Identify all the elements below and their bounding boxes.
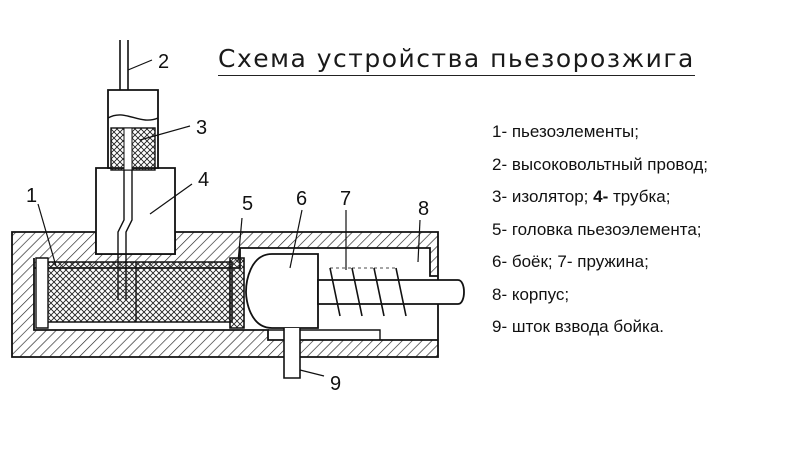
piezo-left-cap	[35, 257, 49, 329]
cocking-rod	[283, 328, 301, 379]
callout-6: 6	[296, 188, 307, 210]
callout-9: 9	[330, 373, 341, 395]
callout-2: 2	[158, 51, 169, 73]
callout-8: 8	[418, 198, 429, 220]
legend-item: 3- изолятор; 4- трубка;	[492, 185, 708, 218]
legend-text: 6- боёк;	[492, 252, 553, 271]
legend-item: 8- корпус;	[492, 283, 708, 316]
striker	[245, 253, 319, 329]
tube	[95, 167, 176, 255]
high-voltage-wire	[119, 40, 129, 90]
insulator-break	[107, 114, 159, 121]
striker-shaft	[317, 279, 465, 305]
insulator	[110, 127, 156, 171]
legend-num: 4-	[593, 187, 609, 206]
legend-item: 2- высоковольтный провод;	[492, 153, 708, 186]
legend: 1- пьезоэлементы; 2- высоковольтный пров…	[492, 120, 708, 348]
legend-text: 3- изолятор;	[492, 187, 589, 206]
legend-item: 1- пьезоэлементы;	[492, 120, 708, 153]
legend-item: 9- шток взвода бойка.	[492, 315, 708, 348]
callout-5: 5	[242, 193, 253, 215]
diagram-title: Схема устройства пьезорозжига	[218, 44, 695, 76]
legend-text: 9- шток взвода бойка.	[492, 317, 665, 336]
legend-text: 2- высоковольтный провод;	[492, 154, 708, 174]
legend-text: 5- головка пьезоэлемента;	[492, 219, 702, 239]
callout-7: 7	[340, 188, 351, 210]
leader-lines	[37, 59, 421, 377]
callout-4: 4	[198, 169, 209, 191]
legend-item: 5- головка пьезоэлемента;	[492, 218, 708, 251]
insulator-core	[123, 127, 133, 171]
legend-text: пружина;	[577, 252, 649, 271]
legend-text: трубка;	[612, 187, 671, 206]
piezo-head	[229, 257, 245, 329]
legend-text: 1- пьезоэлементы;	[492, 122, 639, 141]
legend-num: 7-	[557, 252, 573, 271]
callout-1: 1	[26, 185, 37, 207]
legend-item: 6- боёк; 7- пружина;	[492, 250, 708, 283]
callout-3: 3	[196, 117, 207, 139]
piezo-elements	[37, 261, 233, 323]
housing-channel	[268, 329, 381, 340]
spring	[329, 267, 407, 317]
legend-text: 8- корпус;	[492, 284, 570, 304]
